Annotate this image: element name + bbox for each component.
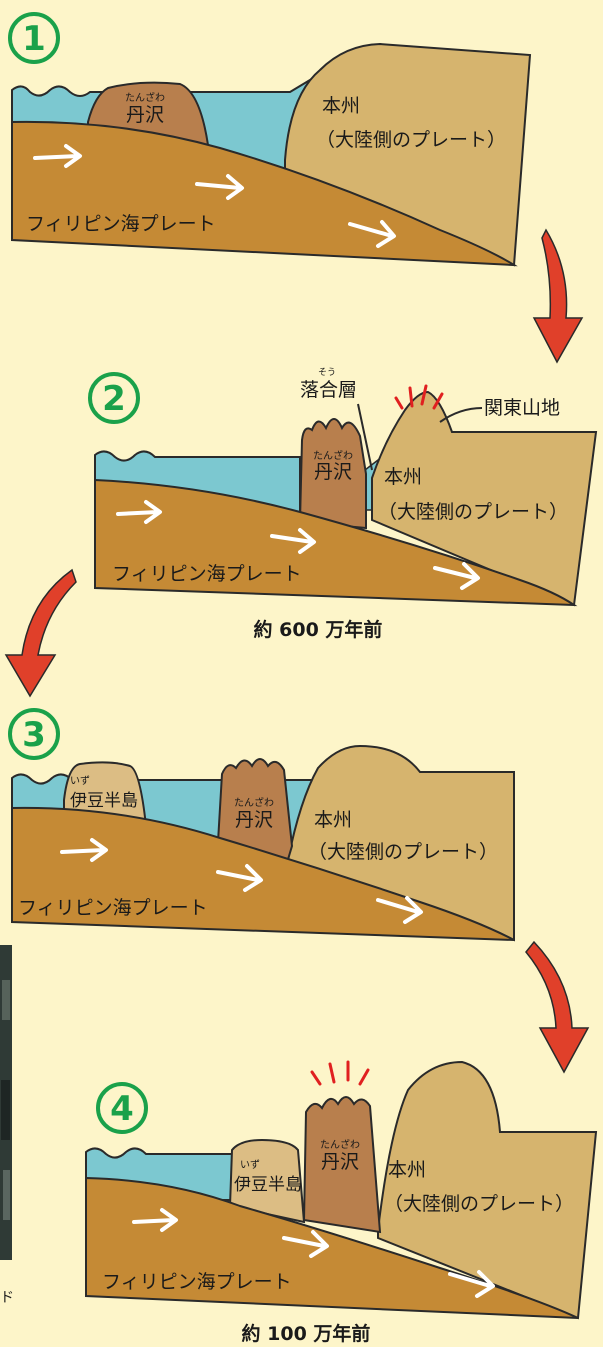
uplift-marks	[310, 1060, 370, 1086]
panel-1: 1 たんざわ 丹沢 本州 （大陸側のプレート） フィリピン海プレート	[8, 12, 532, 267]
tanzawa-ruby: たんざわ	[313, 449, 353, 462]
philippine-sea-plate	[11, 806, 515, 941]
izu-ruby: いず	[70, 775, 90, 787]
plate-motion-arrows	[116, 500, 480, 590]
tanzawa-ruby: たんざわ	[320, 1138, 360, 1151]
transition-arrow-2	[4, 568, 77, 698]
photo-fragment	[0, 945, 12, 1260]
panel-3: 3 いず 伊豆半島 たんざわ 丹沢 本州 （大陸側のプレート） フィリピン海プレ…	[8, 708, 515, 942]
stray-caption-fragment: ド	[0, 1290, 14, 1306]
plate-label: フィリピン海プレート	[26, 213, 216, 235]
honshu-continent	[287, 744, 515, 942]
continental-plate-label: （大陸側のプレート）	[384, 1193, 574, 1215]
step-number-circle	[96, 1082, 148, 1134]
continental-plate-label: （大陸側のプレート）	[308, 841, 498, 863]
time-caption: 約 600 万年前	[254, 618, 383, 641]
honshu-continent	[371, 390, 598, 607]
izu-peninsula-block	[228, 1138, 306, 1224]
tanzawa-label: 丹沢	[321, 1151, 359, 1173]
plate-label: フィリピン海プレート	[112, 563, 302, 585]
tanzawa-ruby: たんざわ	[125, 91, 165, 104]
step-number-circle	[88, 372, 140, 424]
tanzawa-block	[302, 1096, 382, 1234]
ochiai-pointer-line	[357, 403, 373, 471]
plate-motion-arrows	[60, 838, 423, 924]
continental-plate-label: （大陸側のプレート）	[378, 501, 568, 523]
plate-label: フィリピン海プレート	[102, 1271, 292, 1293]
step-number-circle	[8, 12, 60, 64]
step-number: 1	[22, 19, 46, 59]
time-caption: 約 100 万年前	[242, 1322, 371, 1345]
honshu-continent	[377, 1060, 598, 1320]
plate-motion-arrows	[132, 1208, 495, 1298]
tanzawa-label: 丹沢	[126, 104, 164, 126]
panel-4: 4 いず 伊豆半島 たんざわ 丹沢 本州 （大陸側のプレート） フィリピン海プレ…	[85, 1060, 598, 1345]
plate-label: フィリピン海プレート	[18, 897, 208, 919]
kanto-mountains-label: 関東山地	[484, 397, 560, 419]
izu-label: 伊豆半島	[234, 1175, 302, 1195]
uplift-marks	[394, 384, 444, 410]
transition-arrow-3	[525, 940, 590, 1074]
kanto-pointer-line	[439, 407, 483, 423]
ochiai-ruby: そう	[318, 367, 336, 378]
transition-arrow-1	[532, 228, 584, 364]
step-number: 2	[102, 379, 126, 419]
izu-ruby: いず	[240, 1159, 260, 1171]
step-number: 3	[22, 715, 46, 755]
philippine-sea-plate	[85, 1176, 579, 1319]
honshu-label: 本州	[384, 466, 422, 488]
panel-2: 2 そう 落合層 関東山地 たんざわ 丹沢 本州 （大陸側のプレート） フィリピ…	[88, 367, 598, 641]
honshu-label: 本州	[322, 95, 360, 117]
tanzawa-label: 丹沢	[314, 461, 352, 483]
tanzawa-ruby: たんざわ	[234, 796, 274, 809]
plate-motion-arrows	[33, 144, 396, 248]
continental-plate-label: （大陸側のプレート）	[316, 129, 506, 151]
honshu-label: 本州	[388, 1159, 426, 1181]
ochiai-layer-label: 落合層	[300, 379, 357, 401]
tanzawa-block	[298, 418, 367, 530]
tanzawa-block	[216, 758, 294, 868]
tanzawa-label: 丹沢	[235, 809, 273, 831]
step-number: 4	[110, 1089, 134, 1129]
honshu-continent	[284, 42, 532, 267]
honshu-label: 本州	[314, 809, 352, 831]
step-number-circle	[8, 708, 60, 760]
izu-label: 伊豆半島	[70, 791, 138, 811]
